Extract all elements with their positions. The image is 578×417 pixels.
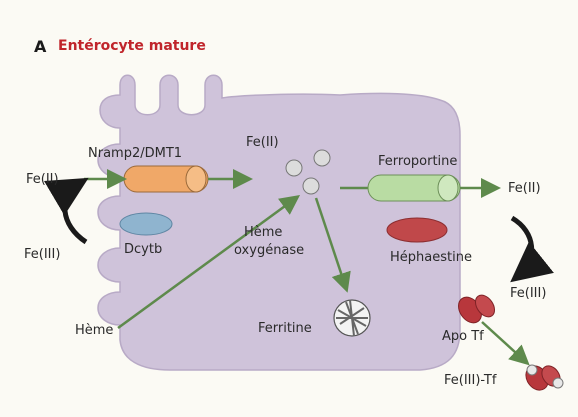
apo-tf-arrow bbox=[482, 322, 526, 362]
oxidation-arrow bbox=[512, 218, 532, 276]
dcytb-protein bbox=[120, 213, 172, 235]
apo-tf-label: Apo Tf bbox=[442, 330, 484, 343]
fe3-left-label: Fe(III) bbox=[24, 248, 60, 261]
ferritine-label: Ferritine bbox=[258, 322, 312, 335]
hephaestine-label: Héphaestine bbox=[390, 251, 472, 264]
nramp-transporter bbox=[124, 166, 208, 192]
dcytb-label: Dcytb bbox=[124, 243, 162, 256]
fe2-center-label: Fe(II) bbox=[246, 136, 279, 149]
fe2-pool-circle bbox=[286, 160, 302, 176]
fe2-right-label: Fe(II) bbox=[508, 182, 541, 195]
heme-label: Hème bbox=[75, 324, 113, 337]
ferroportine-transporter bbox=[368, 175, 460, 201]
fe2-left-label: Fe(II) bbox=[26, 173, 59, 186]
fe3-tf-label: Fe(III)-Tf bbox=[444, 374, 496, 387]
fe3-right-label: Fe(III) bbox=[510, 287, 546, 300]
heme-oxygenase-label-2: oxygénase bbox=[234, 244, 304, 257]
hephaestine-protein bbox=[387, 218, 447, 242]
fe2-pool-circle bbox=[303, 178, 319, 194]
fe3-tf-protein bbox=[521, 362, 564, 395]
reduction-arrow bbox=[65, 183, 86, 242]
ferritine-icon bbox=[334, 300, 370, 336]
nramp-label: Nramp2/DMT1 bbox=[88, 147, 182, 160]
ferroportine-label: Ferroportine bbox=[378, 155, 457, 168]
heme-oxygenase-label-1: Hème bbox=[244, 226, 282, 239]
fe2-pool-circle bbox=[314, 150, 330, 166]
